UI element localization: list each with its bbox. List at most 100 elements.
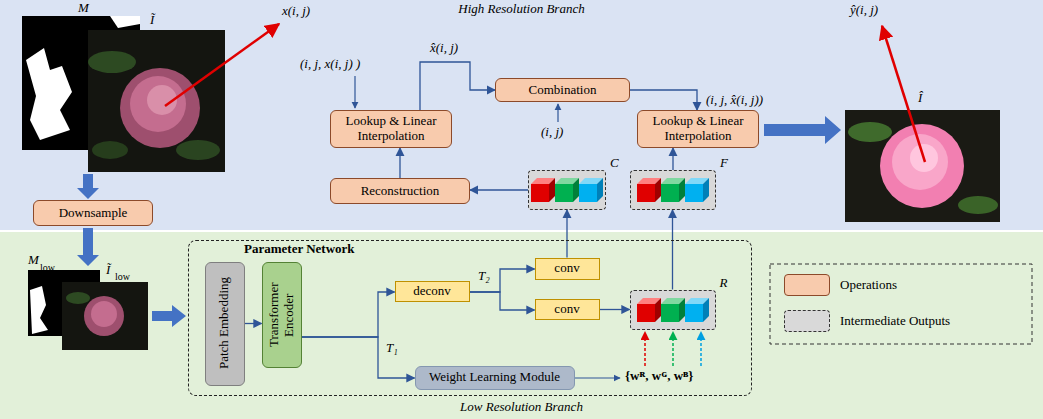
legend-entry: Intermediate Outputs (784, 310, 950, 332)
operation-box: Combination (495, 78, 630, 102)
math-label: ŷ(i, j) (850, 2, 878, 18)
leaf (88, 51, 136, 73)
node-label: Reconstruction (361, 184, 440, 199)
connector (566, 210, 567, 258)
input-arrow (354, 76, 355, 108)
pixel-pointer (165, 24, 279, 106)
group-title: Parameter Network (244, 242, 355, 257)
math-label: M (78, 0, 89, 16)
branch-band: High Resolution BranchLookup & Linear In… (0, 0, 1043, 230)
connector (302, 292, 395, 337)
encoder-block: Transformer Encoder (262, 262, 302, 368)
weight-arrow (644, 332, 646, 366)
output-image (845, 110, 1000, 222)
operation-box: Lookup & Linear Interpolation (637, 110, 759, 148)
node-label: Lookup & Linear Interpolation (335, 114, 447, 144)
connector (470, 292, 535, 310)
math-label: {wᴿ, wᴳ, wᴮ} (625, 368, 693, 384)
leaf (176, 140, 220, 160)
tensor-name: F (720, 156, 728, 171)
legend-text: Intermediate Outputs (840, 314, 950, 329)
edge-label: (i, j, x̂(i, j)) (704, 92, 765, 108)
cube-icon (555, 178, 579, 202)
node-label: Weight Learning Module (429, 370, 560, 385)
math-label: Ĩ (106, 262, 110, 278)
cube-icon (531, 178, 555, 202)
leaf (958, 196, 998, 214)
cube-icon (661, 298, 685, 322)
node-label: Downsample (59, 206, 128, 221)
mask-region (26, 48, 72, 140)
connector (630, 90, 697, 110)
legend-box (770, 264, 1032, 344)
weight-arrow (672, 332, 674, 366)
rose-petals (880, 124, 964, 208)
weight-arrow (575, 377, 620, 378)
connector (245, 323, 262, 324)
band-background (0, 0, 1043, 230)
edge-label: x̂(i, j) (428, 40, 460, 56)
cube-icon (579, 178, 603, 202)
math-label: Ĩ (150, 12, 154, 28)
tensor-fill (528, 170, 606, 210)
dashed-swatch (784, 310, 830, 332)
conv-layer: deconv (395, 281, 470, 302)
math-label: (i, j) (541, 124, 563, 140)
conv-layer: conv (535, 258, 600, 280)
leaf (66, 292, 90, 304)
edge-label: T₁ (384, 340, 400, 356)
weight-module: Weight Learning Module (415, 366, 575, 390)
group-title: High Resolution Branch (0, 2, 1043, 17)
math-label: x(i, j) (282, 3, 310, 19)
node-label: Transformer Encoder (267, 266, 297, 364)
tensor-fill (630, 290, 716, 330)
tensor-name: C (610, 156, 619, 171)
flow-arrow (77, 228, 99, 266)
embedding-block: Patch Embedding (205, 262, 245, 386)
legend-text: Operations (840, 278, 897, 293)
connector (470, 269, 535, 292)
input-image (88, 30, 225, 172)
connector (672, 210, 673, 290)
input-arrow (557, 104, 558, 122)
pixel-pointer (882, 26, 925, 162)
math-label: (i, j, x(i, j) ) (300, 56, 360, 72)
connector (672, 148, 673, 170)
node-label: Combination (529, 83, 597, 98)
cube-icon (661, 178, 685, 202)
connector (600, 309, 630, 310)
rose-petals (91, 301, 117, 327)
operation-box: Downsample (33, 200, 153, 226)
flow-arrow (152, 305, 186, 327)
group-title: Low Resolution Branch (0, 400, 1043, 415)
math-label: low (115, 271, 130, 283)
node-label: deconv (413, 284, 451, 299)
conv-layer: conv (535, 299, 600, 320)
legend-entry: Operations (784, 274, 897, 296)
operation-box: Reconstruction (330, 178, 470, 204)
mask-region (110, 16, 140, 28)
node-label: Patch Embedding (217, 277, 232, 369)
cube-icon (685, 298, 709, 322)
rose-petals (84, 296, 124, 336)
math-label: low (40, 262, 55, 274)
weight-arrow (700, 332, 702, 366)
mask-region (30, 286, 48, 334)
band-background (0, 232, 1043, 419)
leaf (92, 141, 128, 159)
tensor-fill (630, 170, 716, 210)
legend-swatch (784, 274, 830, 296)
operation-box: Lookup & Linear Interpolation (330, 110, 452, 148)
cube-icon (637, 178, 661, 202)
connector (470, 189, 528, 190)
edge-label: T₂ (476, 268, 492, 284)
cube-icon (685, 178, 709, 202)
flow-arrow (77, 174, 99, 199)
input-image (62, 282, 148, 350)
tensor-name: R (720, 276, 728, 291)
connector (302, 337, 415, 378)
